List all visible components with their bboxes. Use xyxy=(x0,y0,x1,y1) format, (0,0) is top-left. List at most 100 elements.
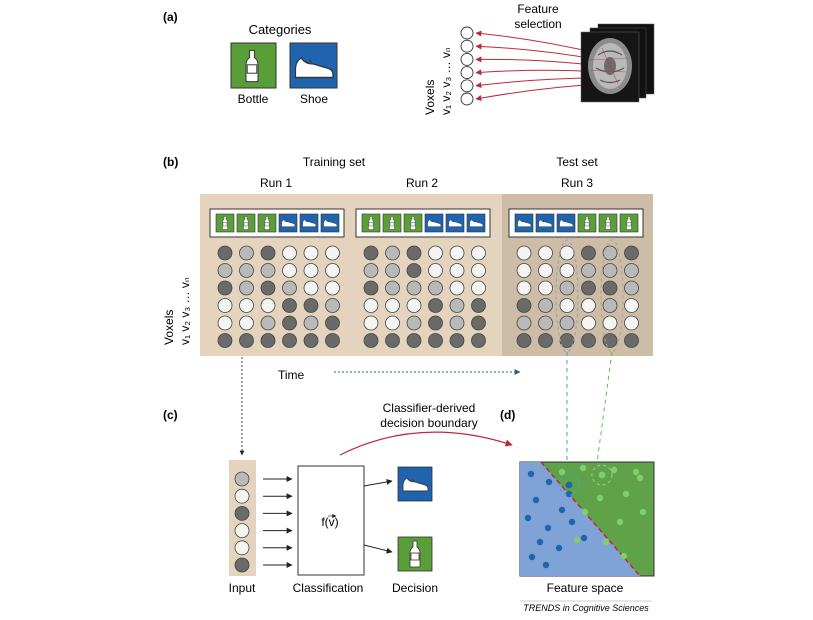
shoe-category-tile xyxy=(289,42,338,89)
panel-d: (d) Feature space xyxy=(500,408,655,595)
voxel-activation xyxy=(282,298,297,313)
voxel-activation xyxy=(217,245,233,261)
input-voxel xyxy=(234,506,250,521)
voxel-activation xyxy=(428,263,443,278)
decision-boundary-line xyxy=(540,461,641,577)
voxel-activation xyxy=(471,333,486,348)
voxel-activation xyxy=(581,245,596,261)
voxel-activation xyxy=(559,280,575,296)
voxel-activation xyxy=(363,298,379,313)
boundary-arrow xyxy=(339,431,513,456)
voxel-activation xyxy=(428,280,443,296)
shoe-pattern-point xyxy=(528,553,536,561)
voxel-activation xyxy=(449,298,465,313)
feature-space-label: Feature space xyxy=(547,581,624,595)
voxel-activation xyxy=(559,298,575,313)
voxel-activation xyxy=(282,315,297,331)
voxel-node xyxy=(460,39,474,53)
voxel-activation xyxy=(406,263,422,278)
voxel-activation xyxy=(239,298,254,313)
bottle-pattern-point xyxy=(620,552,628,560)
input-voxel xyxy=(234,540,250,556)
projected-bottle-point xyxy=(598,471,606,479)
voxel-activation xyxy=(406,280,422,296)
shoe-pattern-point xyxy=(532,496,540,504)
voxel-activation xyxy=(325,245,340,261)
voxel-activation xyxy=(471,245,486,261)
voxel-activation xyxy=(449,280,465,296)
shoe-pattern-point xyxy=(544,524,552,532)
runs-group xyxy=(209,208,644,348)
voxel-activation xyxy=(516,333,532,348)
voxel-activation xyxy=(303,298,319,313)
voxel-activation xyxy=(559,245,575,261)
voxel-activation xyxy=(449,245,465,261)
voxel-activation xyxy=(624,315,639,331)
voxel-activation xyxy=(516,298,532,313)
run3-label: Run 3 xyxy=(561,176,593,190)
input-arrows xyxy=(263,476,293,568)
voxel-activation xyxy=(559,263,575,278)
voxel-activation xyxy=(303,280,319,296)
boundary-label-line1: Classifier-derived xyxy=(383,401,476,415)
voxel-activation xyxy=(428,333,443,348)
voxel-activation xyxy=(624,280,639,296)
voxel-activation xyxy=(581,315,596,331)
bottle-pattern-point xyxy=(581,508,589,516)
boundary-label-line2: decision boundary xyxy=(380,416,477,430)
projected-shoe-point xyxy=(565,481,573,489)
decision-shoe-tile xyxy=(397,466,433,502)
voxel-activation xyxy=(516,315,532,331)
bottle-pattern-point xyxy=(596,494,604,502)
voxel-activation xyxy=(624,333,639,348)
panel-a-label: (a) xyxy=(163,10,178,24)
voxel-activation xyxy=(538,280,553,296)
bottle-pattern-point xyxy=(622,490,630,498)
bottle-pattern-point xyxy=(639,508,647,516)
voxel-activation xyxy=(217,263,233,278)
input-voxel xyxy=(234,523,250,538)
panel-b-label: (b) xyxy=(163,155,178,169)
voxel-activation xyxy=(538,298,553,313)
voxel-activation xyxy=(516,245,532,261)
input-voxel xyxy=(234,557,250,573)
voxel-activation xyxy=(303,263,319,278)
run-3 xyxy=(508,208,644,348)
bottle-label: Bottle xyxy=(238,92,269,106)
voxel-activation xyxy=(217,333,233,348)
run2-label: Run 2 xyxy=(406,176,438,190)
shoe-pattern-point xyxy=(580,534,588,542)
shoe-pattern-point xyxy=(527,470,535,478)
input-label: Input xyxy=(229,581,256,595)
selected-voxel-outline-blue xyxy=(555,239,579,353)
shoe-pattern-point xyxy=(545,478,553,486)
bottle-pattern-point xyxy=(579,464,587,472)
voxel-activation xyxy=(260,263,276,278)
voxel-activation xyxy=(406,315,422,331)
voxel-activation xyxy=(406,298,422,313)
input-column xyxy=(234,471,250,573)
classification-box xyxy=(297,465,365,576)
voxel-activation xyxy=(428,315,443,331)
time-label: Time xyxy=(278,368,305,382)
decision-arrow-shoe xyxy=(363,478,393,487)
projected-point-green-outline xyxy=(591,464,613,486)
voxel-activation xyxy=(385,280,400,296)
bottle-pattern-point xyxy=(602,538,610,546)
shoe-pattern-point xyxy=(565,490,573,498)
voxel-symbols-a: v₁ v₂ v₃ … vₙ xyxy=(439,47,453,115)
panel-a: (a) Categories Bottle Shoe Feature selec… xyxy=(163,2,655,115)
run-1 xyxy=(209,208,345,348)
voxel-activation xyxy=(303,315,319,331)
voxel-activation xyxy=(624,245,639,261)
voxel-activation xyxy=(303,245,319,261)
run-2 xyxy=(355,208,491,348)
voxel-node xyxy=(460,66,474,80)
voxel-node xyxy=(460,52,474,66)
classification-label: Classification xyxy=(293,581,364,595)
voxel-activation xyxy=(624,263,639,278)
classification-function: f(v) xyxy=(321,515,338,529)
voxel-activation xyxy=(239,263,254,278)
voxels-label-a: Voxels xyxy=(423,80,437,115)
voxel-activation xyxy=(602,280,618,296)
